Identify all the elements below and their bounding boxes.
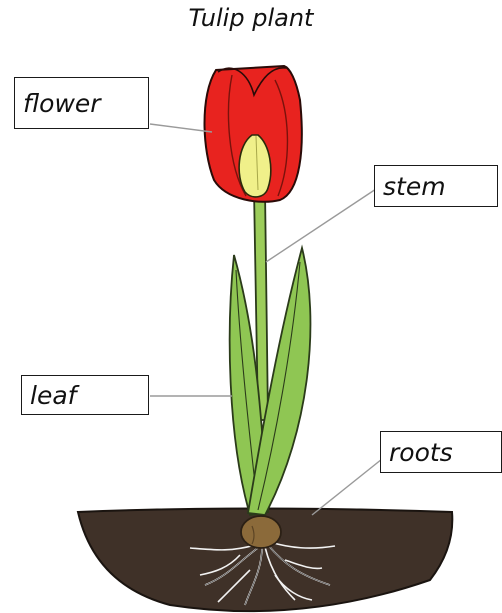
label-roots: roots xyxy=(380,431,502,473)
bulb xyxy=(241,516,281,548)
label-leaf-text: leaf xyxy=(30,381,76,410)
flower-bud xyxy=(239,135,271,197)
label-flower-text: flower xyxy=(23,89,101,118)
leader-roots xyxy=(312,459,382,515)
label-stem-text: stem xyxy=(383,172,446,201)
label-leaf: leaf xyxy=(21,375,149,415)
label-stem: stem xyxy=(374,165,498,207)
label-flower: flower xyxy=(14,77,149,129)
leader-flower xyxy=(150,124,212,132)
flower xyxy=(205,66,302,202)
leader-stem xyxy=(266,189,376,262)
label-roots-text: roots xyxy=(389,438,453,467)
